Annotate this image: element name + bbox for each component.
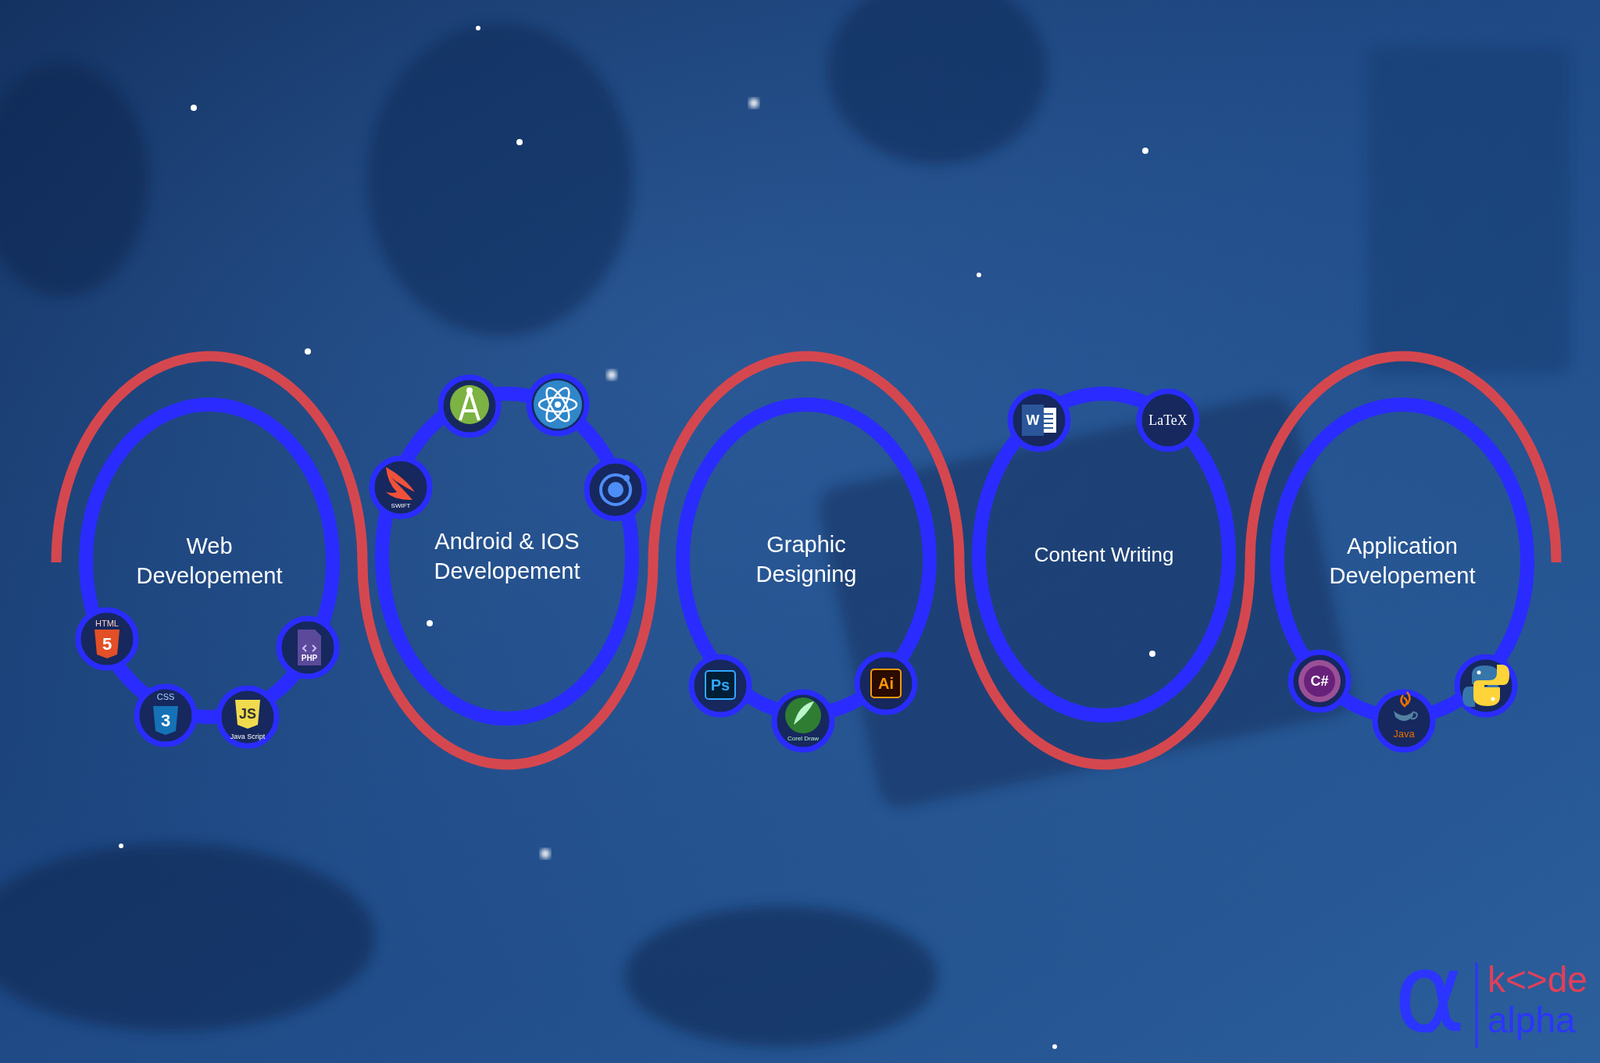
icon-caption: HTML [95, 619, 119, 629]
circle-ring [1277, 404, 1528, 718]
service-circle: Content Writing [969, 384, 1239, 725]
icon-glyph: 3 [160, 712, 171, 730]
html-shield [94, 629, 120, 659]
circle-ring [382, 393, 633, 719]
icon-glyph: Ps [710, 677, 730, 693]
icon-glyph: LaTeX [1148, 413, 1188, 428]
ionic-logo [600, 475, 631, 505]
icon-glyph: C# [1310, 674, 1329, 689]
icon-caption: SWIFT [391, 503, 411, 510]
logo-text: k<>de [1487, 961, 1588, 998]
service-circle: Android & IOS Developement [372, 384, 642, 729]
node-body: Android & IOS Developement [409, 526, 605, 587]
icon-glyph: W [1026, 413, 1040, 428]
css-shield [153, 706, 179, 736]
ai-box [871, 669, 901, 698]
icon-caption: CSS [157, 692, 175, 702]
icon-caption: Java Script [230, 733, 266, 741]
word-logo [1021, 404, 1057, 436]
icon-caption: PHP [301, 654, 318, 663]
logo-text: alpha [1487, 1002, 1576, 1039]
node-body: Application Developement [1304, 531, 1500, 592]
node-body: Content Writing [1003, 541, 1204, 568]
csharp-logo [1298, 660, 1341, 703]
service-name: Web Developement [127, 531, 292, 592]
node-body: Web Developement [127, 531, 292, 592]
service-name: Content Writing [1003, 541, 1204, 568]
circle-ring [682, 404, 930, 715]
js-shield [235, 700, 261, 729]
icon-glyph: 5 [102, 635, 112, 654]
service-name: Graphic Designing [724, 529, 889, 590]
logo-divider [1475, 962, 1479, 1049]
red-wave [56, 356, 1557, 765]
icon-glyph: Ai [878, 675, 894, 692]
icon-glyph: JS [239, 707, 257, 722]
circle-outline [372, 384, 642, 729]
python-logo [1462, 664, 1510, 708]
php-tag [303, 645, 316, 652]
icon-caption: Corel Draw [787, 735, 819, 743]
service-name: Application Developement [1304, 531, 1500, 592]
corel-logo [785, 697, 822, 734]
blurred-shapes [0, 0, 1571, 1047]
star-dots [118, 25, 1156, 1050]
node-body: Graphic Designing [724, 529, 889, 590]
icon-rings [78, 375, 1515, 750]
php-file [297, 629, 322, 666]
swift-bird [385, 467, 415, 500]
icon-caption: Java [1392, 728, 1415, 740]
logo-mark: α [1393, 939, 1466, 1049]
react-logo [533, 380, 583, 429]
android-studio-logo [450, 385, 490, 425]
service-name: Android & IOS Developement [409, 526, 605, 587]
ps-box [705, 671, 736, 700]
java-logo [1393, 692, 1418, 722]
